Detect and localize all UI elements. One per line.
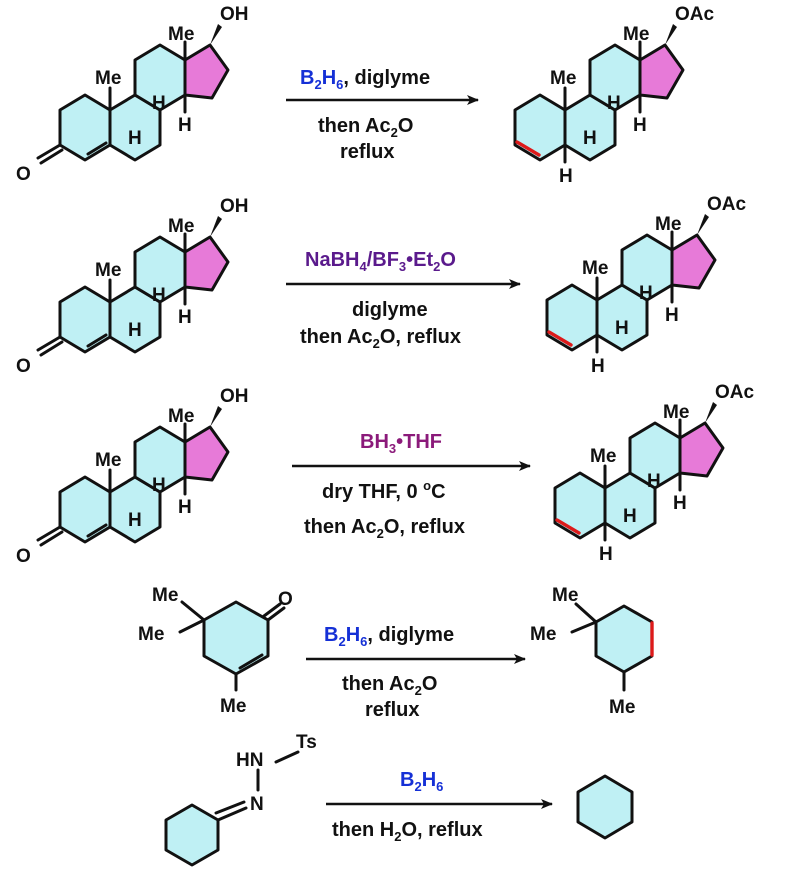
sm1-h-c9: H — [128, 128, 142, 149]
p1-h-c14: H — [633, 115, 647, 136]
sm1-h-c14: H — [178, 115, 192, 136]
p3-me-c10: Me — [590, 446, 616, 467]
ketone-o: O — [278, 589, 293, 610]
row2-starting-material: O Me Me OH H H H — [16, 196, 249, 377]
row3-reagent: BH3•THF — [360, 431, 442, 456]
prod4-me-left: Me — [530, 624, 556, 645]
p2-h-c9: H — [615, 318, 629, 339]
row4-reaction-arrow: B2H6, diglyme then Ac2O reflux — [306, 624, 526, 721]
row4-conditions-line1: then Ac2O — [342, 673, 437, 698]
p3-h-c8: H — [647, 471, 661, 492]
sm1-o: O — [16, 164, 31, 185]
p2-h-c14: H — [665, 305, 679, 326]
p1-me-c13: Me — [623, 24, 649, 45]
row5-product — [576, 774, 634, 840]
hydrazone-n: N — [250, 794, 264, 815]
hydrazone-hn: HN — [236, 750, 263, 771]
gem-me-left: Me — [138, 624, 164, 645]
row2-product: Me Me OAc H H H H — [545, 194, 747, 377]
row3-conditions-line1: dry THF, 0 oC — [322, 478, 446, 503]
p2-me-c10: Me — [582, 258, 608, 279]
row3-product: Me Me OAc H H H H — [553, 382, 755, 565]
sm1-h-c8: H — [152, 93, 166, 114]
p2-h-c5: H — [591, 356, 605, 377]
sm2-me-c10: Me — [95, 260, 121, 281]
tosyl-ts: Ts — [296, 732, 317, 753]
sm3-me-c10: Me — [95, 450, 121, 471]
row5-reagent: B2H6 — [400, 769, 443, 794]
sm2-oh: OH — [220, 196, 249, 217]
row4-conditions-line2: reflux — [365, 699, 419, 721]
sm3-h-c14: H — [178, 497, 192, 518]
p1-h-c9: H — [583, 128, 597, 149]
p3-oac: OAc — [715, 382, 755, 403]
p3-h-c9: H — [623, 506, 637, 527]
sm3-oh: OH — [220, 386, 249, 407]
row4-reagent: B2H6, diglyme — [324, 624, 454, 649]
p1-h-c8: H — [607, 93, 621, 114]
p1-me-c10: Me — [550, 68, 576, 89]
p2-h-c8: H — [639, 283, 653, 304]
p2-me-c13: Me — [655, 214, 681, 235]
sm3-h-c8: H — [152, 475, 166, 496]
sm2-me-c13: Me — [168, 216, 194, 237]
row1-conditions-line2: reflux — [340, 141, 394, 163]
sm3-h-c9: H — [128, 510, 142, 531]
ring-me-bottom: Me — [220, 696, 246, 717]
gem-me-top: Me — [152, 585, 178, 606]
row2-reagent: NaBH4/BF3•Et2O — [305, 249, 456, 274]
sm2-h-c14: H — [178, 307, 192, 328]
sm2-o: O — [16, 356, 31, 377]
sm1-oh: OH — [220, 4, 249, 25]
p2-oac: OAc — [707, 194, 747, 215]
row1-product: Me Me OAc H H H H — [513, 4, 715, 187]
row1-starting-material: O Me Me OH H H H — [16, 4, 249, 185]
prod4-me-top: Me — [552, 585, 578, 606]
sm3-me-c13: Me — [168, 406, 194, 427]
row3-reaction-arrow: BH3•THF dry THF, 0 oC then Ac2O, reflux — [292, 431, 531, 541]
row2-conditions-line2: then Ac2O, reflux — [300, 326, 461, 351]
p3-h-c5: H — [599, 544, 613, 565]
prod4-me-bottom: Me — [609, 697, 635, 718]
row3-conditions-line2: then Ac2O, reflux — [304, 516, 465, 541]
row2-conditions-line1: diglyme — [352, 299, 428, 321]
row1-reagent: B2H6, diglyme — [300, 67, 430, 92]
sm1-me-c10: Me — [95, 68, 121, 89]
row2-reaction-arrow: NaBH4/BF3•Et2O diglyme then Ac2O, reflux — [286, 249, 521, 351]
sm1-me-c13: Me — [168, 24, 194, 45]
p3-me-c13: Me — [663, 402, 689, 423]
row5-reaction-arrow: B2H6 then H2O, reflux — [326, 769, 553, 844]
row1-reaction-arrow: B2H6, diglyme then Ac2O reflux — [286, 67, 479, 163]
row1-conditions-line1: then Ac2O — [318, 115, 413, 140]
row4-starting-material: O Me Me Me — [138, 585, 293, 717]
row3-starting-material: O Me Me OH H H H — [16, 386, 249, 567]
row5-conditions: then H2O, reflux — [332, 819, 483, 844]
sm2-h-c8: H — [152, 285, 166, 306]
p3-h-c14: H — [673, 493, 687, 514]
row4-product: Me Me Me — [530, 585, 654, 718]
sm3-o: O — [16, 546, 31, 567]
p1-h-c5: H — [559, 166, 573, 187]
p1-oac: OAc — [675, 4, 715, 25]
sm2-h-c9: H — [128, 320, 142, 341]
row5-starting-material: N HN Ts — [164, 732, 317, 867]
